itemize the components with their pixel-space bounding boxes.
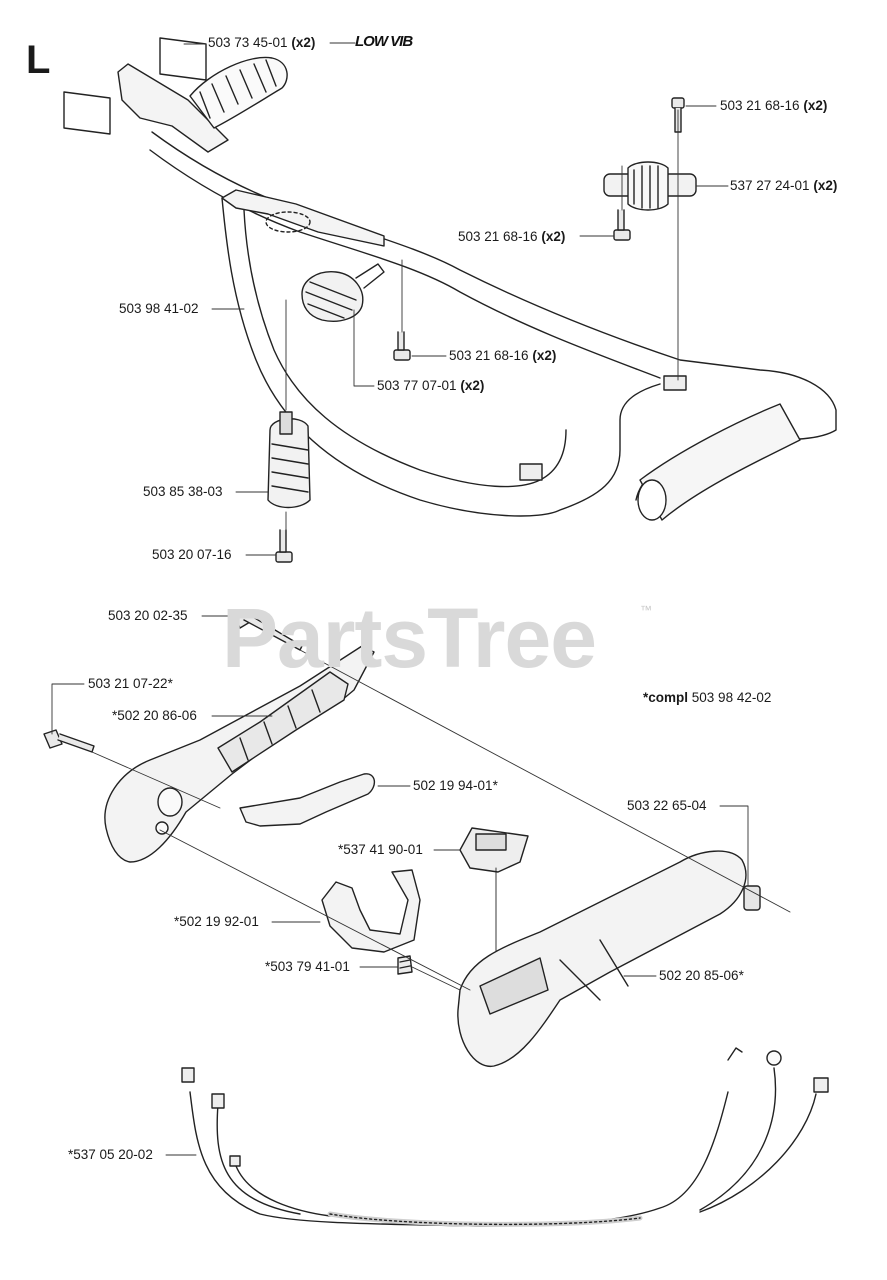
part-number: *503 79 41-01 xyxy=(265,959,350,974)
part-number: 503 21 68-16 xyxy=(458,229,538,244)
leader-lines xyxy=(51,42,749,1156)
decal-part xyxy=(63,37,207,135)
part-label[interactable]: 502 19 94-01* xyxy=(413,778,498,794)
part-qty: (x2) xyxy=(803,98,828,113)
complete-assembly-note: *compl 503 98 42-02 xyxy=(643,690,771,705)
nut-part xyxy=(743,885,761,911)
screws-upper xyxy=(275,97,685,563)
part-number: 503 73 45-01 xyxy=(208,35,288,50)
throttle-trigger-part xyxy=(321,869,421,953)
spring-small-part xyxy=(397,955,413,975)
compl-number: 503 98 42-02 xyxy=(691,690,772,705)
part-label[interactable]: *502 20 86-06 xyxy=(112,708,197,724)
switch-part xyxy=(459,827,529,1013)
part-qty: (x2) xyxy=(291,35,316,50)
part-number: *502 19 92-01 xyxy=(174,914,259,929)
part-label[interactable]: 503 21 07-22* xyxy=(88,676,173,692)
part-number: 503 20 07-16 xyxy=(152,547,232,562)
part-label[interactable]: 503 77 07-01 (x2) xyxy=(377,378,484,394)
part-qty: (x2) xyxy=(460,378,485,393)
part-label[interactable]: 503 20 07-16 xyxy=(152,547,232,563)
part-label[interactable]: 503 21 68-16 (x2) xyxy=(458,229,565,245)
vibration-damper-lower-part xyxy=(267,411,311,509)
part-label[interactable]: 503 21 68-16 (x2) xyxy=(720,98,827,114)
part-label[interactable]: *537 41 90-01 xyxy=(338,842,423,858)
part-qty: (x2) xyxy=(532,348,557,363)
part-number: *537 05 20-02 xyxy=(68,1147,153,1162)
watermark: PartsTree xyxy=(222,591,597,685)
part-qty: (x2) xyxy=(541,229,566,244)
part-number: *537 41 90-01 xyxy=(338,842,423,857)
vibration-spring-part xyxy=(301,263,385,322)
part-number: 502 20 85-06* xyxy=(659,968,744,983)
handle-bar-part xyxy=(117,56,837,521)
part-label[interactable]: 503 22 65-04 xyxy=(627,798,707,814)
part-label[interactable]: 503 85 38-03 xyxy=(143,484,223,500)
wiring-harness-part xyxy=(181,1047,829,1227)
part-number: 503 21 07-22* xyxy=(88,676,173,691)
low-vib-logo: LOW VIB xyxy=(355,33,441,50)
part-number: 503 85 38-03 xyxy=(143,484,223,499)
vibration-spring-upper-part xyxy=(603,161,697,211)
low-vib-logo-text: LOW VIB xyxy=(355,33,413,50)
section-letter: L xyxy=(26,38,51,82)
rear-handle-half-part xyxy=(104,645,375,863)
part-label[interactable]: 503 73 45-01 (x2) xyxy=(208,35,315,51)
rear-handle-main-part xyxy=(457,850,747,1067)
part-label[interactable]: 503 98 41-02 xyxy=(119,301,199,317)
part-number: 503 98 41-02 xyxy=(119,301,199,316)
part-label[interactable]: 503 21 68-16 (x2) xyxy=(449,348,556,364)
part-label[interactable]: *503 79 41-01 xyxy=(265,959,350,975)
part-number: 502 19 94-01* xyxy=(413,778,498,793)
watermark-tm: ™ xyxy=(640,603,652,617)
part-label[interactable]: *502 19 92-01 xyxy=(174,914,259,930)
part-label[interactable]: *537 05 20-02 xyxy=(68,1147,153,1163)
part-number: 503 22 65-04 xyxy=(627,798,707,813)
part-number: 503 21 68-16 xyxy=(720,98,800,113)
part-qty: (x2) xyxy=(813,178,838,193)
part-number: *502 20 86-06 xyxy=(112,708,197,723)
part-label[interactable]: 537 27 24-01 (x2) xyxy=(730,178,837,194)
throttle-lock-part xyxy=(239,773,375,827)
part-label[interactable]: 503 20 02-35 xyxy=(108,608,188,624)
part-number: 503 20 02-35 xyxy=(108,608,188,623)
compl-prefix: *compl xyxy=(643,690,689,705)
part-label[interactable]: 502 20 85-06* xyxy=(659,968,744,984)
part-number: 503 77 07-01 xyxy=(377,378,457,393)
part-number: 503 21 68-16 xyxy=(449,348,529,363)
part-number: 537 27 24-01 xyxy=(730,178,810,193)
